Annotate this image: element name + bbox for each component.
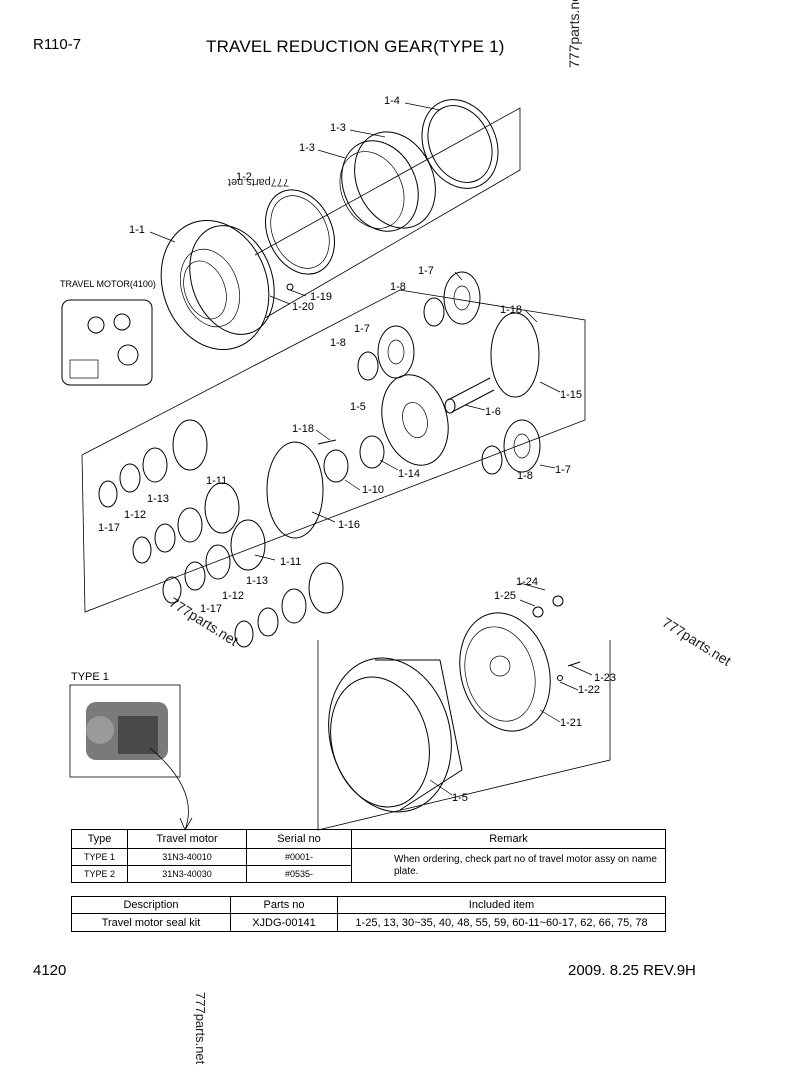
label-1-11-upper: 1-11 — [206, 475, 227, 487]
cell-included-item: 1-25, 13, 30~35, 40, 48, 55, 59, 60-11~6… — [337, 913, 666, 932]
part-1-2-seal — [265, 189, 335, 275]
part-1-25-oring — [532, 606, 544, 618]
label-1-22: 1-22 — [578, 684, 600, 696]
type1-photo-box — [69, 684, 181, 778]
label-1-7-lower: 1-7 — [555, 464, 571, 476]
page-number: 4120 — [33, 962, 67, 979]
header-travel-motor: Travel motor — [127, 829, 247, 849]
seal-kit-table-header: Description Parts no Included item — [71, 896, 666, 914]
header-remark: Remark — [351, 829, 666, 849]
seal-kit-table: Description Parts no Included item Trave… — [71, 896, 666, 932]
part-1-8-bearing-middle — [357, 351, 379, 381]
part-1-6-shaft — [444, 377, 495, 414]
header-serial-no: Serial no — [246, 829, 352, 849]
cell-type: TYPE 2 — [71, 865, 128, 883]
label-1-8-upper: 1-8 — [390, 281, 406, 293]
part-1-7-gear-lower — [503, 419, 541, 473]
part-1-5-housing — [328, 657, 463, 813]
cell-serial-no: #0001- — [246, 848, 352, 866]
label-1-21: 1-21 — [560, 717, 582, 729]
part-1-24-plug — [552, 595, 564, 607]
label-1-25: 1-25 — [494, 590, 516, 602]
cell-remark: When ordering, check part no of travel m… — [351, 848, 666, 883]
label-1-7-middle: 1-7 — [354, 323, 370, 335]
label-1-8-middle: 1-8 — [330, 337, 346, 349]
label-1-5-housing: 1-5 — [452, 792, 468, 804]
table-row: TYPE 2 31N3-40030 #0535- — [71, 865, 666, 883]
cell-travel-motor: 31N3-40010 — [127, 848, 247, 866]
label-1-3-b: 1-3 — [299, 142, 315, 154]
label-1-12-upper: 1-12 — [124, 509, 146, 521]
label-1-13-lower: 1-13 — [246, 575, 268, 587]
label-1-23: 1-23 — [594, 672, 616, 684]
table-row: Travel motor seal kit XJDG-00141 1-25, 1… — [71, 913, 666, 932]
label-1-20: 1-20 — [292, 301, 314, 313]
label-1-16: 1-16 — [338, 519, 360, 531]
part-1-19-pin — [286, 283, 294, 291]
label-1-19: 1-19 — [310, 291, 332, 303]
part-1-22-washer — [557, 675, 563, 681]
label-1-11-lower: 1-11 — [280, 556, 301, 568]
frame-lower — [317, 640, 611, 831]
table-row: TYPE 1 31N3-40010 #0001- When ordering, … — [71, 848, 666, 883]
type-table: Type Travel motor Serial no Remark TYPE … — [71, 829, 666, 883]
label-1-17-lower: 1-17 — [200, 603, 222, 615]
cell-serial-no: #0535- — [246, 865, 352, 883]
type-table-header: Type Travel motor Serial no Remark — [71, 829, 666, 849]
watermark-inverted: 777parts.net — [228, 176, 290, 188]
revision-date: 2009. 8.25 REV.9H — [568, 962, 696, 979]
part-1-18-bolt — [317, 439, 337, 445]
label-1-10: 1-10 — [362, 484, 384, 496]
header-parts-no: Parts no — [230, 896, 338, 914]
label-1-8-lower: 1-8 — [517, 470, 533, 482]
part-1-15-plate — [490, 312, 540, 398]
label-1-18-lower: 1-18 — [292, 423, 314, 435]
label-1-12-lower: 1-12 — [222, 590, 244, 602]
page-title: TRAVEL REDUCTION GEAR(TYPE 1) — [206, 37, 505, 56]
label-1-14: 1-14 — [398, 468, 420, 480]
cell-travel-motor: 31N3-40030 — [127, 865, 247, 883]
cell-description: Travel motor seal kit — [71, 913, 231, 932]
model-code: R110-7 — [33, 36, 82, 53]
label-1-2: 1-2 — [236, 171, 252, 183]
leader-lines — [149, 102, 593, 796]
header-description: Description — [71, 896, 231, 914]
part-1-23-bolt — [567, 661, 581, 667]
part-1-8-bearing-upper — [423, 297, 445, 327]
label-1-4: 1-4 — [384, 95, 400, 107]
frame-middle — [81, 289, 586, 613]
planet-gear-cluster — [98, 419, 344, 648]
cell-type: TYPE 1 — [71, 848, 128, 866]
type1-label: TYPE 1 — [71, 671, 109, 683]
travel-motor-callout: TRAVEL MOTOR(4100) — [60, 279, 156, 289]
label-1-5-carrier: 1-5 — [350, 401, 366, 413]
label-1-17-upper: 1-17 — [98, 522, 120, 534]
part-1-14-ring — [359, 435, 385, 469]
label-1-3-a: 1-3 — [330, 122, 346, 134]
label-1-18-upper: 1-18 — [500, 304, 522, 316]
part-1-5-carrier — [381, 374, 449, 466]
part-1-10-bearing — [323, 449, 349, 483]
label-1-1: 1-1 — [129, 224, 145, 236]
part-1-8-bearing-lower — [481, 445, 503, 475]
part-1-7-gear-upper — [443, 271, 481, 325]
part-1-3-bearing — [339, 131, 436, 232]
label-1-6: 1-6 — [485, 406, 501, 418]
part-1-16-plate — [266, 441, 324, 539]
cell-parts-no: XJDG-00141 — [230, 913, 338, 932]
header-included-item: Included item — [337, 896, 666, 914]
label-1-13-upper: 1-13 — [147, 493, 169, 505]
type1-arrow — [149, 747, 189, 831]
frame-upper — [254, 107, 521, 319]
travel-motor-sketch — [61, 299, 153, 386]
label-1-7-upper: 1-7 — [418, 265, 434, 277]
header-type: Type — [71, 829, 128, 849]
part-1-7-gear-middle — [377, 325, 415, 379]
label-1-24: 1-24 — [516, 576, 538, 588]
part-1-1-hub — [160, 219, 275, 351]
part-1-21-cover — [459, 612, 551, 732]
label-1-15: 1-15 — [560, 389, 582, 401]
